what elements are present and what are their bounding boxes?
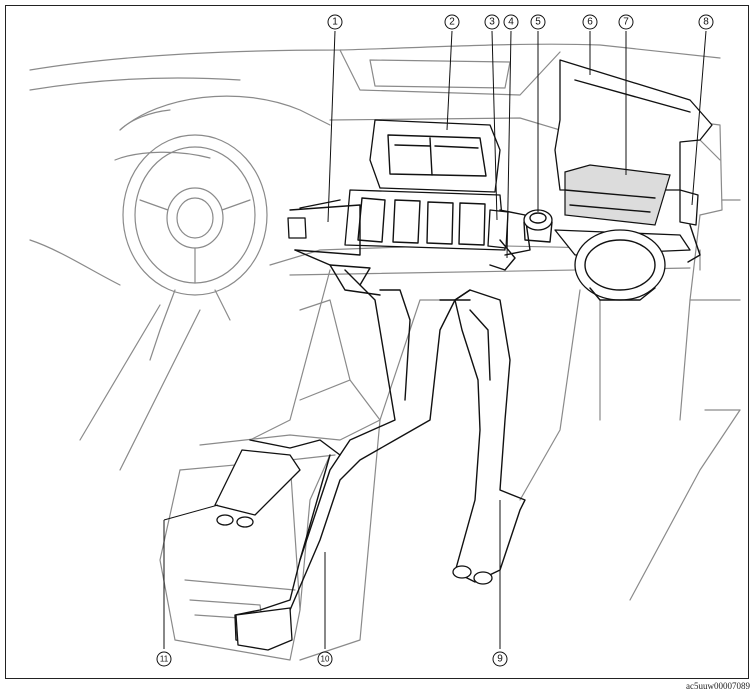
svg-text:3: 3 <box>489 17 495 28</box>
svg-text:9: 9 <box>497 654 503 665</box>
leader-4 <box>506 30 512 259</box>
svg-text:7: 7 <box>623 17 629 28</box>
document-code: ac5uuw00007089 <box>686 681 750 691</box>
svg-text:1: 1 <box>332 17 338 28</box>
steering-wheel <box>119 109 268 361</box>
rear-console-duct <box>214 269 471 651</box>
svg-text:4: 4 <box>508 17 514 28</box>
svg-text:6: 6 <box>587 17 593 28</box>
floor-duct <box>439 289 526 585</box>
hvac-unit <box>523 59 713 301</box>
leader-11-elbow <box>163 504 219 521</box>
svg-text:11: 11 <box>160 655 169 664</box>
callout-1: 1 <box>327 14 343 30</box>
svg-text:2: 2 <box>449 17 455 28</box>
callout-2: 2 <box>444 14 460 30</box>
leader-3 <box>491 30 498 221</box>
callout-7: 7 <box>618 14 634 30</box>
center-console <box>159 299 456 661</box>
callout-8: 8 <box>698 14 714 30</box>
callout-leaders <box>163 30 707 649</box>
svg-text:5: 5 <box>535 17 541 28</box>
callout-5: 5 <box>530 14 546 30</box>
callout-4: 4 <box>503 14 519 30</box>
hvac-duct-assembly <box>287 119 531 296</box>
leader-8 <box>691 30 707 206</box>
leader-2 <box>446 30 453 131</box>
dashboard-outline <box>29 43 741 601</box>
leader-1 <box>327 30 336 223</box>
diagram-frame <box>5 5 749 679</box>
callout-9: 9 <box>492 651 508 667</box>
svg-text:8: 8 <box>703 17 709 28</box>
callout-11: 11 <box>156 651 172 667</box>
callout-6: 6 <box>582 14 598 30</box>
callout-10: 10 <box>317 651 333 667</box>
svg-text:10: 10 <box>321 655 330 664</box>
callout-3: 3 <box>484 14 500 30</box>
